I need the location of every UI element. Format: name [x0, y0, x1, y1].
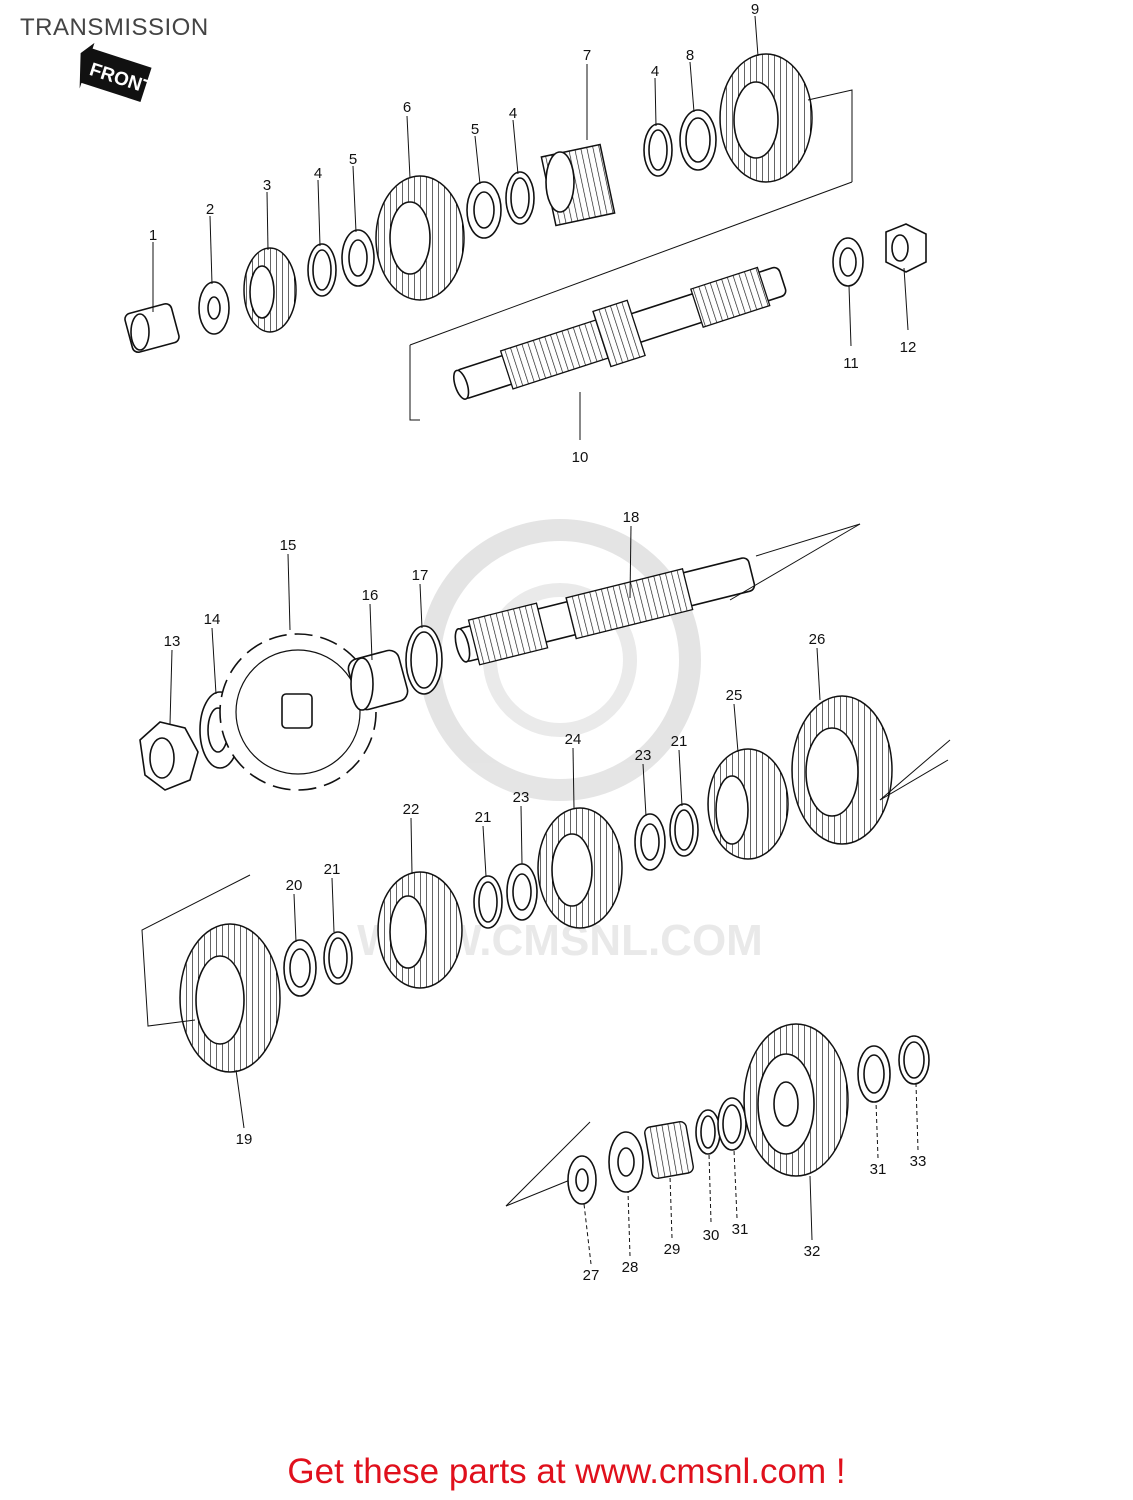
callout-6: 6 [403, 99, 411, 116]
callout-4b: 4 [509, 105, 517, 122]
callout-33: 33 [910, 1153, 927, 1170]
part-19-gear [179, 923, 281, 1073]
callout-5: 5 [349, 151, 357, 168]
part-7-gear [540, 143, 616, 227]
leader-lines [152, 15, 919, 1265]
part-4b-circlip [505, 171, 535, 225]
part-1-needle-bearing [124, 303, 180, 353]
part-20-washer [283, 939, 317, 997]
part-28-washer [608, 1131, 644, 1193]
callout-3: 3 [263, 177, 271, 194]
callout-16: 16 [362, 587, 379, 604]
part-4-circlip [307, 243, 337, 297]
callout-28: 28 [622, 1259, 639, 1276]
callout-labels: 1 2 3 4 5 6 5 4 7 4 8 9 10 11 12 13 14 1… [149, 1, 927, 1284]
part-15-sprocket [219, 633, 377, 791]
callout-15: 15 [280, 537, 297, 554]
part-27-washer [567, 1155, 597, 1205]
part-6-gear [375, 175, 465, 301]
part-25-gear [707, 748, 789, 860]
part-5-washer [341, 229, 375, 287]
part-21b-circlip [473, 875, 503, 929]
callout-4c: 4 [651, 63, 659, 80]
callout-31: 31 [732, 1221, 749, 1238]
part-11-lockwasher [832, 237, 864, 287]
part-8-washer [679, 109, 717, 171]
callout-17: 17 [412, 567, 429, 584]
callout-11: 11 [843, 355, 859, 372]
part-21c-circlip [323, 931, 353, 985]
callout-22: 22 [403, 801, 420, 818]
callout-13: 13 [164, 633, 181, 650]
part-12-nut [885, 223, 927, 273]
callout-12: 12 [900, 339, 917, 356]
part-9-gear [719, 53, 813, 183]
callout-23: 23 [635, 747, 652, 764]
part-23b-washer [506, 863, 538, 921]
part-5b-washer [466, 181, 502, 239]
part-30-circlip [695, 1109, 721, 1155]
callout-20: 20 [286, 877, 303, 894]
part-24-gear [537, 807, 623, 929]
part-31b-washer [857, 1045, 891, 1103]
callout-25: 25 [726, 687, 743, 704]
callout-5b: 5 [471, 121, 479, 138]
cta-link[interactable]: Get these parts at www.cmsnl.com ! [287, 1452, 846, 1491]
callout-19: 19 [236, 1131, 253, 1148]
callout-32: 32 [804, 1243, 821, 1260]
part-16-collar [347, 649, 409, 711]
part-2-washer [198, 281, 230, 335]
part-21-circlip [669, 803, 699, 857]
callout-2: 2 [206, 201, 214, 218]
shaft-bracket-line [409, 345, 420, 421]
callout-8: 8 [686, 47, 694, 64]
callout-21c: 21 [324, 861, 341, 878]
callout-27: 27 [583, 1267, 600, 1284]
part-13-nut [139, 721, 199, 791]
callout-7: 7 [583, 47, 591, 64]
part-29-needle-bearing [644, 1120, 694, 1180]
callout-31b: 31 [870, 1161, 887, 1178]
callout-30: 30 [703, 1227, 720, 1244]
part-23-washer [634, 813, 666, 871]
part-31-washer [717, 1097, 747, 1151]
callout-21: 21 [671, 733, 688, 750]
callout-23b: 23 [513, 789, 530, 806]
callout-26: 26 [809, 631, 826, 648]
part-33-circlip [898, 1035, 930, 1085]
callout-18: 18 [623, 509, 640, 526]
page-title: TRANSMISSION [20, 14, 209, 41]
part-3-gear [243, 247, 297, 333]
part-32-gear [743, 1023, 849, 1177]
callout-21b: 21 [475, 809, 492, 826]
callout-29: 29 [664, 1241, 681, 1258]
callout-4: 4 [314, 165, 322, 182]
lower-gear-group [505, 1023, 930, 1207]
front-arrow-icon: FRONT [79, 42, 156, 102]
input-shaft-group [124, 53, 927, 421]
part-22-gear [377, 871, 463, 989]
part-18-output-shaft [454, 557, 756, 666]
part-26-gear [791, 695, 893, 845]
callout-10: 10 [572, 449, 589, 466]
callout-24: 24 [565, 731, 582, 748]
part-4c-circlip [643, 123, 673, 177]
part-10-input-shaft [452, 266, 787, 400]
callout-1: 1 [149, 227, 157, 244]
part-17-oring [405, 625, 443, 695]
callout-9: 9 [751, 1, 759, 18]
output-shaft-group [139, 523, 951, 1073]
callout-14: 14 [204, 611, 221, 628]
